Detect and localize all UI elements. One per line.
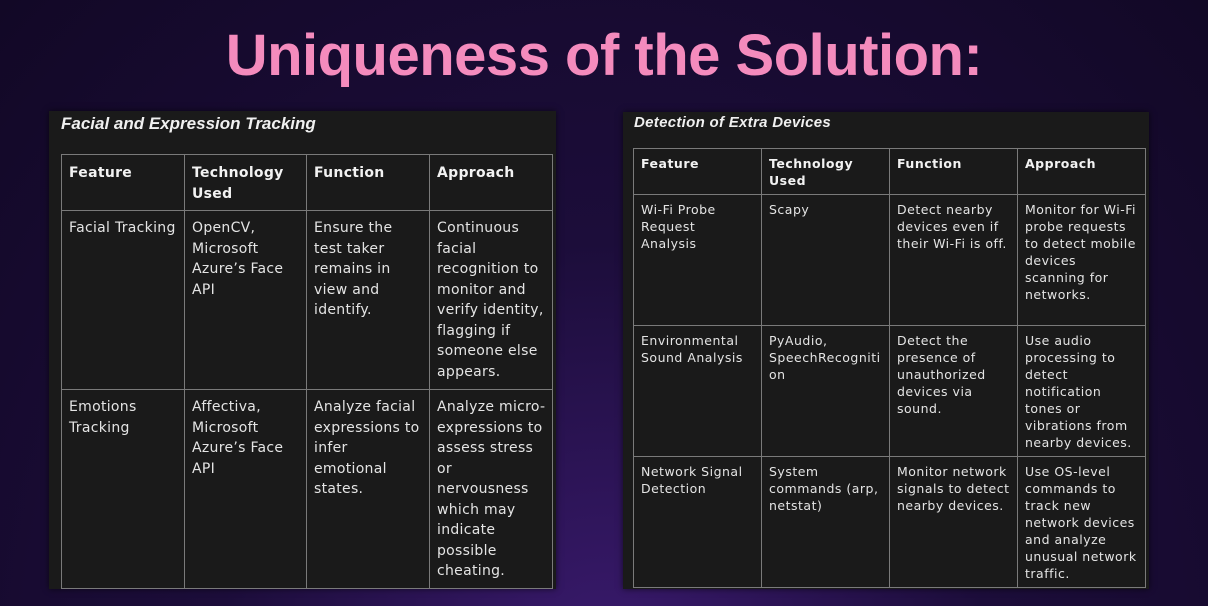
cell-technology: PyAudio, SpeechRecognition: [761, 325, 890, 457]
cell-technology: OpenCV, Microsoft Azure’s Face API: [184, 210, 307, 390]
cell-approach: Use OS-level commands to track new netwo…: [1017, 456, 1146, 588]
header-technology: Technology Used: [184, 154, 307, 211]
panel-title: Detection of Extra Devices: [634, 114, 832, 131]
facial-tracking-panel: Facial and Expression Tracking Feature T…: [49, 111, 556, 589]
table-row: Environmental Sound Analysis PyAudio, Sp…: [633, 325, 1146, 457]
cell-technology: Affectiva, Microsoft Azure’s Face API: [184, 389, 307, 589]
table-header-row: Feature Technology Used Function Approac…: [61, 154, 553, 211]
cell-feature: Facial Tracking: [61, 210, 185, 390]
header-technology: Technology Used: [761, 148, 890, 195]
cell-function: Monitor network signals to detect nearby…: [889, 456, 1018, 588]
cell-technology: System commands (arp, netstat): [761, 456, 890, 588]
header-feature: Feature: [633, 148, 762, 195]
table-row: Network Signal Detection System commands…: [633, 456, 1146, 588]
cell-technology: Scapy: [761, 194, 890, 326]
cell-approach: Use audio processing to detect notificat…: [1017, 325, 1146, 457]
table-header-row: Feature Technology Used Function Approac…: [633, 148, 1146, 195]
table-row: Facial Tracking OpenCV, Microsoft Azure’…: [61, 210, 553, 390]
header-approach: Approach: [1017, 148, 1146, 195]
page-title: Uniqueness of the Solution:: [225, 23, 983, 88]
header-feature: Feature: [61, 154, 185, 211]
cell-function: Ensure the test taker remains in view an…: [306, 210, 430, 390]
table-row: Emotions Tracking Affectiva, Microsoft A…: [61, 389, 553, 589]
header-approach: Approach: [429, 154, 553, 211]
cell-function: Analyze facial expressions to infer emot…: [306, 389, 430, 589]
table-row: Wi-Fi Probe Request Analysis Scapy Detec…: [633, 194, 1146, 326]
cell-approach: Analyze micro-expressions to assess stre…: [429, 389, 553, 589]
cell-approach: Continuous facial recognition to monitor…: [429, 210, 553, 390]
cell-feature: Emotions Tracking: [61, 389, 185, 589]
panel-title: Facial and Expression Tracking: [61, 114, 316, 133]
cell-function: Detect nearby devices even if their Wi-F…: [889, 194, 1018, 326]
cell-function: Detect the presence of unauthorized devi…: [889, 325, 1018, 457]
header-function: Function: [889, 148, 1018, 195]
header-function: Function: [306, 154, 430, 211]
extra-devices-panel: Detection of Extra Devices Feature Techn…: [623, 112, 1149, 589]
cell-feature: Environmental Sound Analysis: [633, 325, 762, 457]
facial-tracking-table: Feature Technology Used Function Approac…: [61, 154, 553, 589]
cell-feature: Network Signal Detection: [633, 456, 762, 588]
extra-devices-table: Feature Technology Used Function Approac…: [633, 148, 1146, 588]
cell-feature: Wi-Fi Probe Request Analysis: [633, 194, 762, 326]
cell-approach: Monitor for Wi-Fi probe requests to dete…: [1017, 194, 1146, 326]
